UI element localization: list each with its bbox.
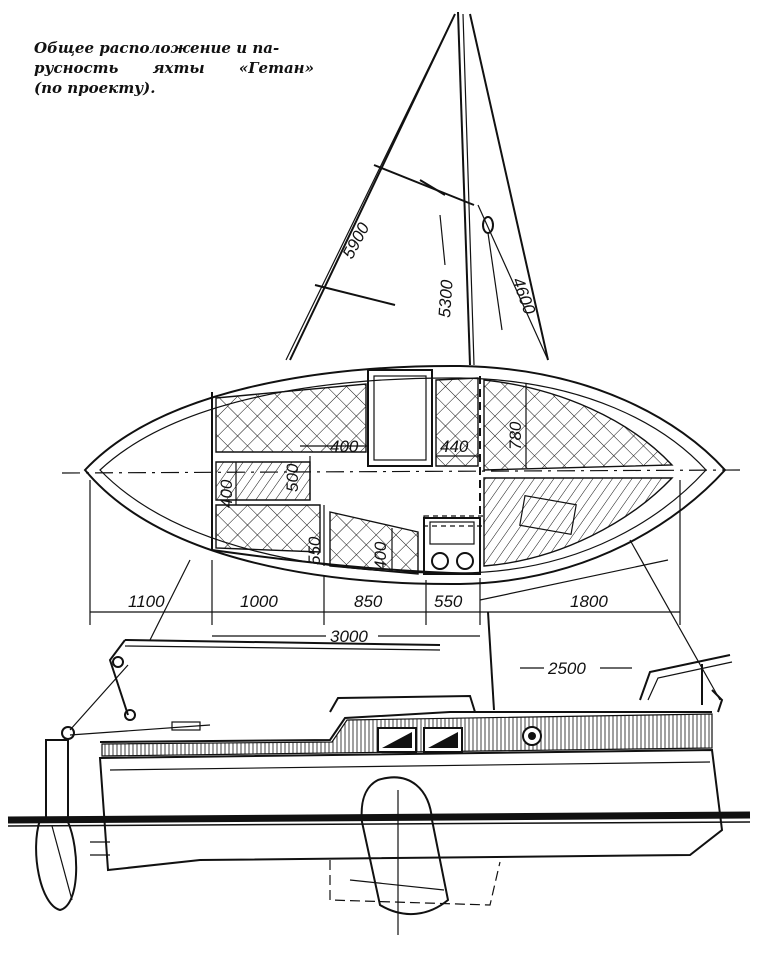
dim-3000: 3000 <box>330 627 368 646</box>
figure-caption: Общее расположение и па- русность яхты «… <box>34 38 314 98</box>
dim-780: 780 <box>506 421 525 450</box>
boom <box>124 639 441 646</box>
mast-line <box>457 11 471 366</box>
sail-plan: 5900 5300 4600 <box>285 11 549 366</box>
dim-550: 550 <box>434 592 463 611</box>
forepeak-berth-starboard <box>483 477 674 567</box>
dim-440: 440 <box>440 437 469 456</box>
caption-word-3: «Гетан» <box>238 59 314 77</box>
deck-plan: 400 440 780 500 400 550 400 <box>61 364 741 586</box>
caption-word-2: яхты <box>152 59 205 77</box>
batten-lower <box>314 284 396 306</box>
centerline <box>61 469 741 474</box>
settee-starboard-aft <box>215 504 321 553</box>
stove-burner-2-icon <box>456 552 474 570</box>
hull-outline-plan <box>83 364 727 586</box>
length-dimensions: 1100 1000 850 550 1800 3000 2500 <box>89 480 681 678</box>
mast-stub <box>487 611 495 711</box>
dim-400-bottom: 400 <box>371 541 390 570</box>
jib-leech <box>469 13 549 361</box>
settee-port-fwd <box>215 383 367 453</box>
keel-outline <box>329 860 501 906</box>
mainsail-leech <box>289 13 456 361</box>
dim-400-left: 400 <box>217 479 236 508</box>
dim-2500: 2500 <box>547 659 586 678</box>
caption-line-3: (по проекту). <box>34 79 156 97</box>
bow-pulpit <box>639 654 731 701</box>
outboard-motor <box>35 818 78 912</box>
caption-line-1: Общее расположение и па- <box>34 39 280 57</box>
stove-burner-1-icon <box>431 552 449 570</box>
table <box>519 495 577 535</box>
dim-400-top: 400 <box>330 437 359 456</box>
batten-upper <box>373 164 475 206</box>
mast-height-dim: 5300 <box>435 279 457 319</box>
dim-1800: 1800 <box>570 592 608 611</box>
deck-line <box>99 711 712 743</box>
outboard-shaft <box>45 739 69 821</box>
caption-word-1: русность <box>34 59 119 77</box>
halyard-block <box>482 216 494 234</box>
side-profile <box>7 539 751 935</box>
hull-side <box>98 748 724 872</box>
dim-500: 500 <box>283 463 302 492</box>
settee-starboard-mid <box>329 511 419 575</box>
galley-counter <box>423 517 481 575</box>
dim-1100: 1100 <box>128 592 165 611</box>
centreboard <box>360 776 450 916</box>
dim-550: 550 <box>305 536 324 565</box>
waterline <box>7 811 751 824</box>
cabin-top <box>329 694 476 713</box>
settee-port-mid <box>435 377 479 467</box>
companion-hatch <box>367 369 433 467</box>
forepeak-berth-port <box>483 379 674 471</box>
dim-1000: 1000 <box>240 592 278 611</box>
jib-luff-dim: 4600 <box>508 275 539 318</box>
dim-850: 850 <box>354 592 383 611</box>
caption-line-2: русность яхты «Гетан» <box>34 58 314 78</box>
